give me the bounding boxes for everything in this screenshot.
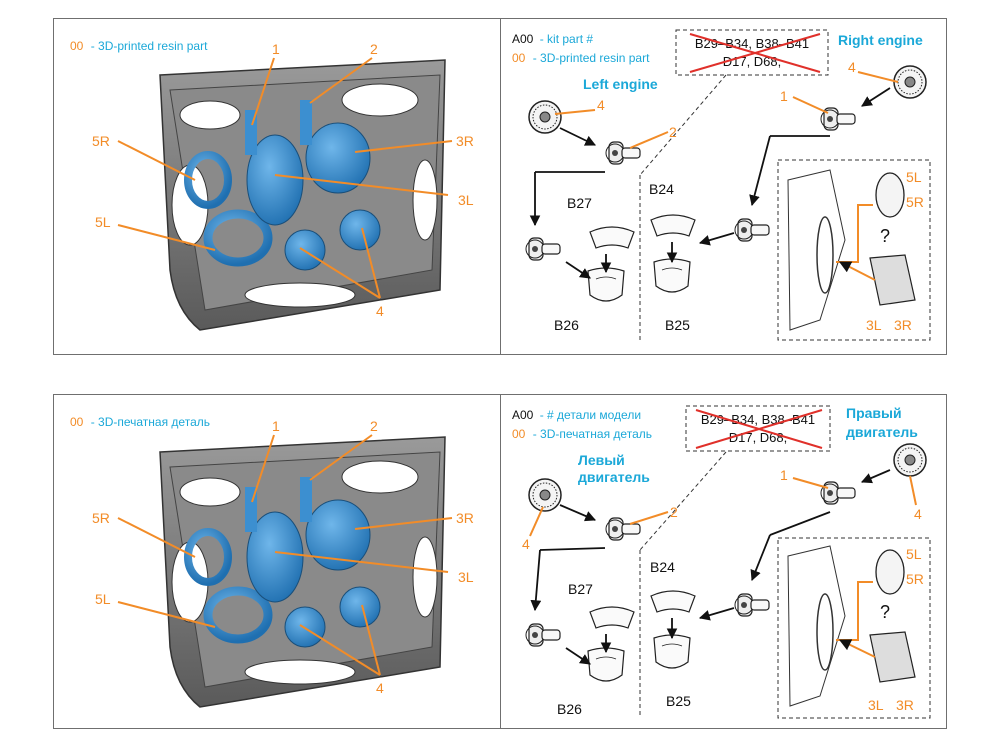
top-assembly-drawing (525, 65, 931, 341)
bottom-left-callout-5l: 5L (95, 591, 111, 607)
top-part-leaders (554, 71, 899, 149)
top-left-callout-5l: 5L (95, 214, 111, 230)
top-right-kit-code: A00 (512, 32, 534, 46)
top-part-label-b25: B25 (665, 317, 690, 333)
top-inset-3r: 3R (894, 317, 912, 333)
top-part-label-4b: 4 (848, 59, 856, 75)
bottom-part-label-4a: 4 (522, 536, 530, 552)
top-right-resin-text: - 3D-printed resin part (533, 51, 650, 65)
top-part-label-b24: B24 (649, 181, 674, 197)
bottom-inset-question: ? (880, 602, 890, 622)
bottom-right-panel (500, 394, 947, 729)
top-removed-parts-box (675, 29, 829, 76)
bottom-left-callout-5r: 5R (92, 510, 110, 526)
bottom-assembly-drawing (525, 443, 931, 719)
bottom-part-label-b26: B26 (557, 701, 582, 717)
top-part-label-b26: B26 (554, 317, 579, 333)
top-right-engine-title: Right engine (838, 32, 923, 48)
bottom-right-engine-title-1: Правый (846, 405, 902, 421)
top-left-tray-illustration (159, 59, 446, 331)
bottom-inset-5l: 5L (906, 546, 922, 562)
top-left-legend-text: - 3D-printed resin part (91, 39, 208, 53)
bottom-part-label-b27: B27 (568, 581, 593, 597)
bottom-part-label-4b: 4 (914, 506, 922, 522)
top-part-label-2: 2 (669, 124, 677, 140)
top-left-legend-code: 00 (70, 39, 84, 53)
top-inset-3l: 3L (866, 317, 882, 333)
svg-text:00 - 3D-печатная деталь: 00 - 3D-печатная деталь (512, 427, 652, 441)
bottom-inset-3r: 3R (896, 697, 914, 713)
bottom-removed-parts-line2: D17, D68, (729, 430, 788, 445)
svg-text:00 - 3D-печатная деталь: 00 - 3D-печатная деталь (70, 415, 210, 429)
bottom-part-label-b25: B25 (666, 693, 691, 709)
top-removed-parts-line1: B29–B34, B38–B41 (695, 36, 809, 51)
top-right-resin-code: 00 (512, 51, 526, 65)
bottom-inset-5r: 5R (906, 571, 924, 587)
top-left-callout-leaders (117, 57, 453, 299)
bottom-left-engine-title-2: двигатель (578, 469, 650, 485)
bottom-left-callout-3l: 3L (458, 569, 474, 585)
bottom-part-leaders (529, 475, 917, 537)
top-part-label-4a: 4 (597, 97, 605, 113)
bottom-right-kit-code: A00 (512, 408, 534, 422)
top-left-callout-1: 1 (272, 41, 280, 57)
svg-text:A00 - kit part #: A00 - kit part # (512, 32, 593, 46)
bottom-part-label-2: 2 (670, 504, 678, 520)
top-left-callout-4: 4 (376, 303, 384, 319)
top-part-label-1: 1 (780, 88, 788, 104)
bottom-part-label-1: 1 (780, 467, 788, 483)
svg-text:00 - 3D-printed resin part: 00 - 3D-printed resin part (512, 51, 650, 65)
bottom-right-kit-text: - # детали модели (540, 408, 641, 422)
svg-text:A00 - # детали модели: A00 - # детали модели (512, 408, 641, 422)
top-left-callout-3l: 3L (458, 192, 474, 208)
svg-text:00 - 3D-printed resin part: 00 - 3D-printed resin part (70, 39, 208, 53)
top-inset-5r: 5R (906, 194, 924, 210)
bottom-left-legend-text: - 3D-печатная деталь (91, 415, 210, 429)
top-right-kit-text: - kit part # (540, 32, 594, 46)
bottom-right-engine-title-2: двигатель (846, 424, 918, 440)
top-left-callout-3r: 3R (456, 133, 474, 149)
bottom-left-legend-code: 00 (70, 415, 84, 429)
bottom-left-engine-title-1: Левый (578, 452, 625, 468)
bottom-right-resin-text: - 3D-печатная деталь (533, 427, 652, 441)
bottom-left-callout-2: 2 (370, 418, 378, 434)
top-right-panel (500, 18, 947, 355)
top-removed-cross (689, 33, 821, 73)
top-left-callout-5r: 5R (92, 133, 110, 149)
bottom-right-resin-code: 00 (512, 427, 526, 441)
bottom-left-callout-leaders (117, 434, 453, 676)
bottom-removed-parts-box (685, 405, 831, 452)
bottom-left-callout-1: 1 (272, 418, 280, 434)
bottom-left-tray-illustration (159, 436, 446, 708)
top-removed-parts-line2: D17, D68, (723, 54, 782, 69)
bottom-part-label-b24: B24 (650, 559, 675, 575)
bottom-removed-cross (695, 409, 823, 449)
top-inset-5l: 5L (906, 169, 922, 185)
bottom-left-callout-3r: 3R (456, 510, 474, 526)
bottom-inset-3l: 3L (868, 697, 884, 713)
bottom-left-callout-4: 4 (376, 680, 384, 696)
top-inset-question: ? (880, 226, 890, 246)
top-left-callout-2: 2 (370, 41, 378, 57)
bottom-removed-parts-line1: B29–B34, B38–B41 (701, 412, 815, 427)
top-left-engine-title: Left engine (583, 76, 658, 92)
top-part-label-b27: B27 (567, 195, 592, 211)
